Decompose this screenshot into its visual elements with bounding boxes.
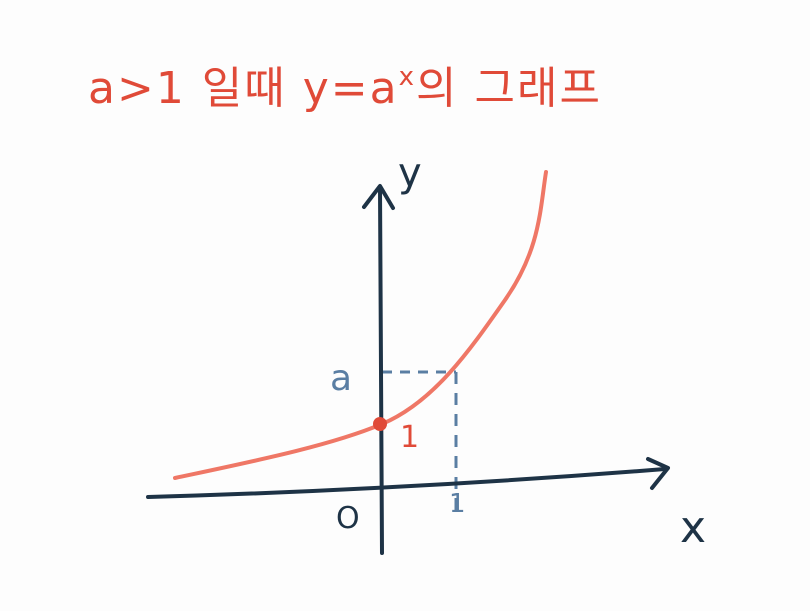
origin-label: O <box>336 501 360 536</box>
one-y-value-label: 1 <box>400 420 419 455</box>
y-axis-arrowhead <box>362 184 395 210</box>
title-suffix: 의 그래프 <box>416 63 602 114</box>
y-axis-label: y <box>398 150 422 196</box>
one-x-tick-label: 1 <box>449 489 466 519</box>
diagram-title: a>1 일때 y=ax의 그래프 <box>88 52 602 116</box>
x-axis-line <box>146 467 667 499</box>
exponential-curve <box>173 170 548 480</box>
title-prefix: a>1 일때 y=a <box>88 63 399 114</box>
y-intercept-point <box>373 417 387 431</box>
title-superscript: x <box>398 62 417 92</box>
x-axis-label: x <box>680 502 706 553</box>
y-axis-line <box>378 186 384 555</box>
x-axis-arrowhead <box>646 457 670 490</box>
a-tick-label: a <box>330 358 352 399</box>
